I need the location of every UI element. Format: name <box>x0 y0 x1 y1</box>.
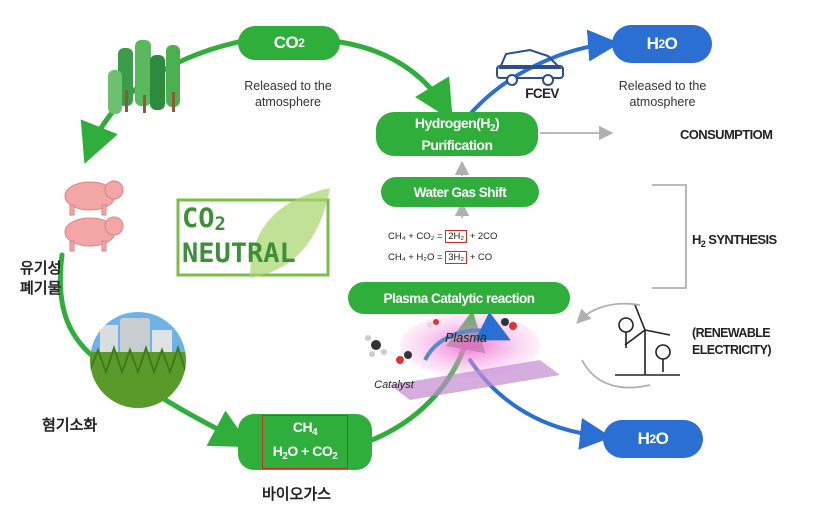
anaerobic-digestion-label: 혐기소화 <box>42 416 98 434</box>
molecule-icon <box>365 318 517 364</box>
released-atmosphere-top: Released to the atmosphere <box>244 79 332 109</box>
biogas-label: 바이오가스 <box>262 485 332 503</box>
fcev-label: FCEV <box>525 86 559 101</box>
wind-turbine-icon <box>615 304 680 376</box>
forest-icon <box>108 40 180 114</box>
equation-steam-reforming: CH₄ + H₂O = 3H₂ + CO <box>388 251 493 264</box>
h2-yield-box-1: 2H₂ <box>445 230 468 243</box>
renewable-electricity-label: (RENEWABLE ELECTRICITY) <box>692 326 772 357</box>
h2-synthesis-label: H2 SYNTHESIS <box>692 232 777 249</box>
biogas-composition-node: CH4 H2O + CO2 <box>238 414 372 470</box>
hydrogen-purification-node: Hydrogen(H2) Purification <box>376 112 538 156</box>
released-atmosphere-right: Released to the atmosphere <box>618 79 707 109</box>
consumption-label: CONSUMPTIOM <box>680 127 773 142</box>
digester-plant-icon <box>90 312 186 408</box>
pig-icon <box>64 180 124 252</box>
car-icon <box>496 48 564 86</box>
plasma-label: Plasma <box>445 331 487 345</box>
catalyst-label: Catalyst <box>374 379 414 391</box>
biogas-red-frame: CH4 H2O + CO2 <box>261 415 349 469</box>
h2-yield-box-2: 3H₂ <box>445 251 468 264</box>
co2-neutral-badge <box>176 188 330 278</box>
process-arrows <box>454 125 687 389</box>
water-gas-shift-node: Water Gas Shift <box>381 177 539 207</box>
plasma-catalytic-node: Plasma Catalytic reaction <box>348 282 570 314</box>
co2-neutral-text: CO2 NEUTRAL <box>182 203 296 269</box>
organic-waste-label: 유기성 폐기물 <box>20 259 62 297</box>
equation-dry-reforming: CH₄ + CO₂ = 2H₂ + 2CO <box>388 230 498 243</box>
plasma-catalyst-illustration <box>390 311 560 400</box>
